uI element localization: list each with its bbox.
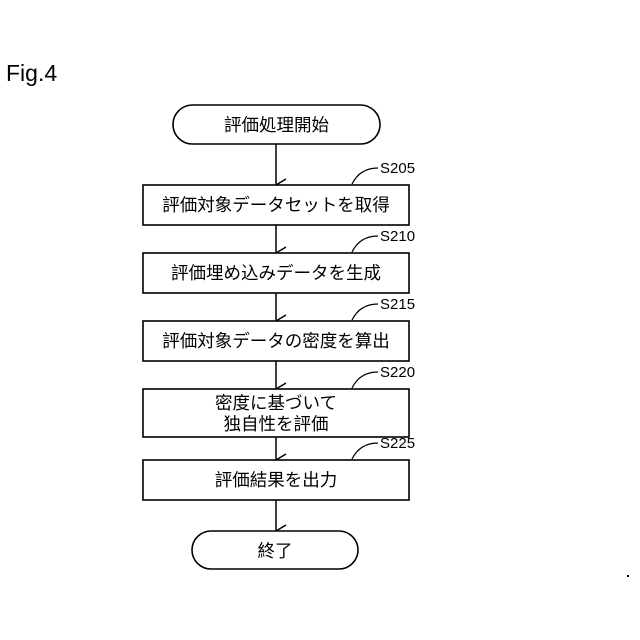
step-s215: 評価対象データの密度を算出 S215 <box>143 296 415 361</box>
stray-dot <box>627 575 629 577</box>
step-s215-label: 評価対象データの密度を算出 <box>162 331 390 352</box>
start-terminal: 評価処理開始 <box>173 105 380 144</box>
step-s210: 評価埋め込みデータを生成 S210 <box>143 228 415 293</box>
step-s210-id: S210 <box>380 228 415 245</box>
step-s205: 評価対象データセットを取得 S205 <box>143 160 415 225</box>
step-s205-leader <box>352 168 378 184</box>
step-s205-label: 評価対象データセットを取得 <box>162 195 390 216</box>
step-s220: 密度に基づいて 独自性を評価 S220 <box>143 364 415 437</box>
end-terminal: 終了 <box>192 531 358 569</box>
step-s225-label: 評価結果を出力 <box>215 471 338 491</box>
step-s220-label-line1: 密度に基づいて <box>215 394 337 414</box>
step-s215-leader <box>352 304 378 320</box>
step-s215-id: S215 <box>380 296 415 313</box>
step-s210-leader <box>352 236 378 252</box>
step-s225: 評価結果を出力 S225 <box>143 435 415 500</box>
end-terminal-label: 終了 <box>258 542 293 562</box>
step-s220-leader <box>352 372 378 388</box>
start-terminal-label: 評価処理開始 <box>224 116 329 136</box>
step-s220-label-line2: 独自性を評価 <box>224 415 329 435</box>
step-s220-id: S220 <box>380 364 415 381</box>
step-s225-id: S225 <box>380 435 415 452</box>
step-s225-leader <box>352 443 378 459</box>
step-s205-id: S205 <box>380 160 415 177</box>
step-s210-label: 評価埋め込みデータを生成 <box>171 263 381 284</box>
